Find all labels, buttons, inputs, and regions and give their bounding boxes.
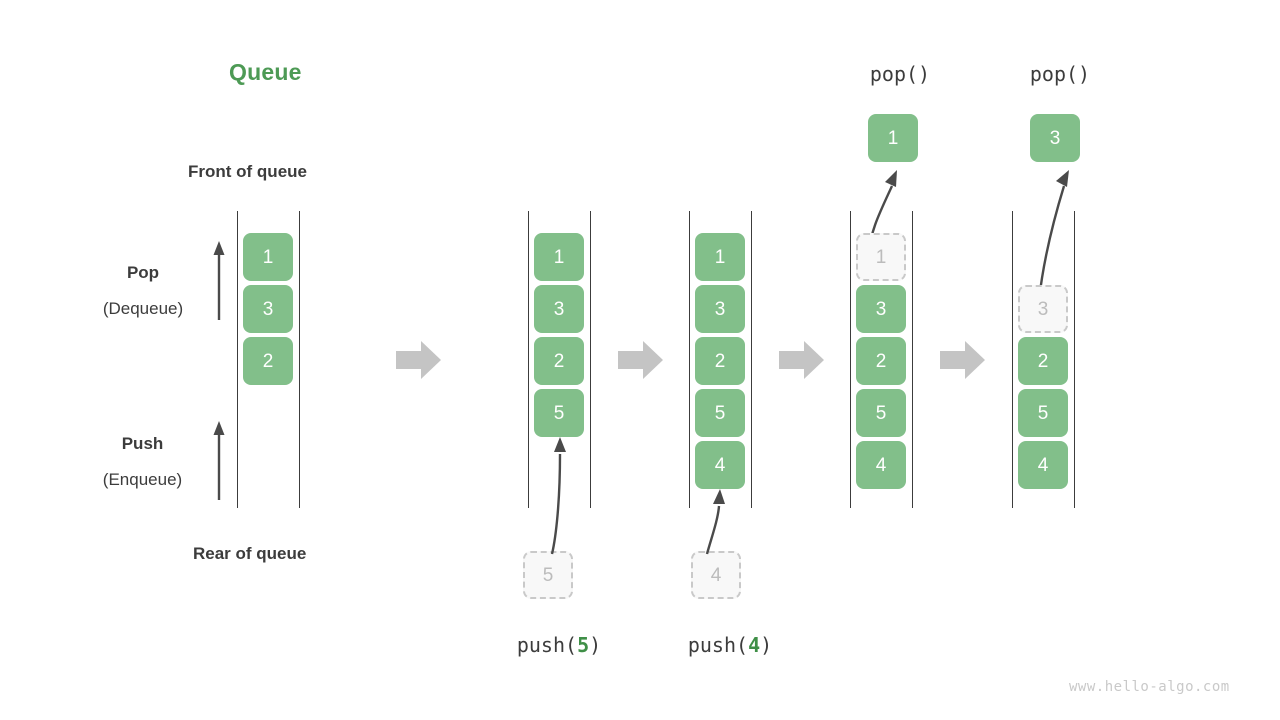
stage-caption: push(4) [630,633,830,657]
incoming-element: 4 [691,551,741,599]
incoming-element: 5 [523,551,573,599]
queue-cell: 1 [856,233,906,281]
rear-of-queue-label: Rear of queue [193,544,307,563]
push-label: Push [121,434,164,453]
queue-cell: 1 [695,233,745,281]
caption-arg: 4 [748,633,761,657]
stage-caption: pop() [869,62,931,86]
queue-cell: 4 [1018,441,1068,489]
queue-cell: 2 [534,337,584,385]
queue-cell: 2 [243,337,293,385]
queue-cell: 1 [534,233,584,281]
caption-head: push( [687,633,749,657]
queue-cell: 3 [1018,285,1068,333]
diagram-title: Queue [229,59,302,85]
queue-cell: 2 [856,337,906,385]
step-separator-arrow [940,341,985,379]
queue-cell: 3 [695,285,745,333]
queue-cell: 5 [695,389,745,437]
stage-caption: pop() [1029,62,1091,86]
queue-cell: 5 [856,389,906,437]
queue-rail-left [1012,211,1013,508]
queue-rail-left [237,211,238,508]
queue-rail-left [528,211,529,508]
step-separator-arrow [396,341,441,379]
caption-arg: 5 [577,633,590,657]
queue-cell: 4 [695,441,745,489]
queue-rail-left [689,211,690,508]
queue-rail-right [299,211,300,508]
queue-cell: 3 [243,285,293,333]
front-of-queue-label: Front of queue [188,162,307,181]
caption-head: push( [516,633,578,657]
pop-direction-arrow [213,241,225,320]
queue-rail-right [1074,211,1075,508]
queue-rail-right [751,211,752,508]
queue-cell: 5 [1018,389,1068,437]
pop-flow-arrow [1037,170,1069,301]
push-flow-arrow [550,437,566,555]
watermark: www.hello-algo.com [1069,679,1230,695]
queue-rail-right [912,211,913,508]
step-separator-arrow [779,341,824,379]
caption-tail: ) [589,633,602,657]
queue-cell: 3 [856,285,906,333]
pop-label: Pop [126,263,160,282]
queue-rail-left [850,211,851,508]
push-flow-arrow [705,489,725,555]
step-separator-arrow [618,341,663,379]
queue-cell: 3 [534,285,584,333]
queue-cell: 4 [856,441,906,489]
queue-rail-right [590,211,591,508]
push-sublabel: (Enqueue) [102,470,183,489]
queue-cell: 2 [1018,337,1068,385]
stage-caption: push(5) [459,633,659,657]
push-direction-arrow [213,421,225,500]
queue-cell: 5 [534,389,584,437]
caption-tail: ) [760,633,773,657]
pop-sublabel: (Dequeue) [102,299,184,318]
queue-cell: 2 [695,337,745,385]
popped-element: 3 [1030,114,1080,162]
queue-cell: 1 [243,233,293,281]
popped-element: 1 [868,114,918,162]
